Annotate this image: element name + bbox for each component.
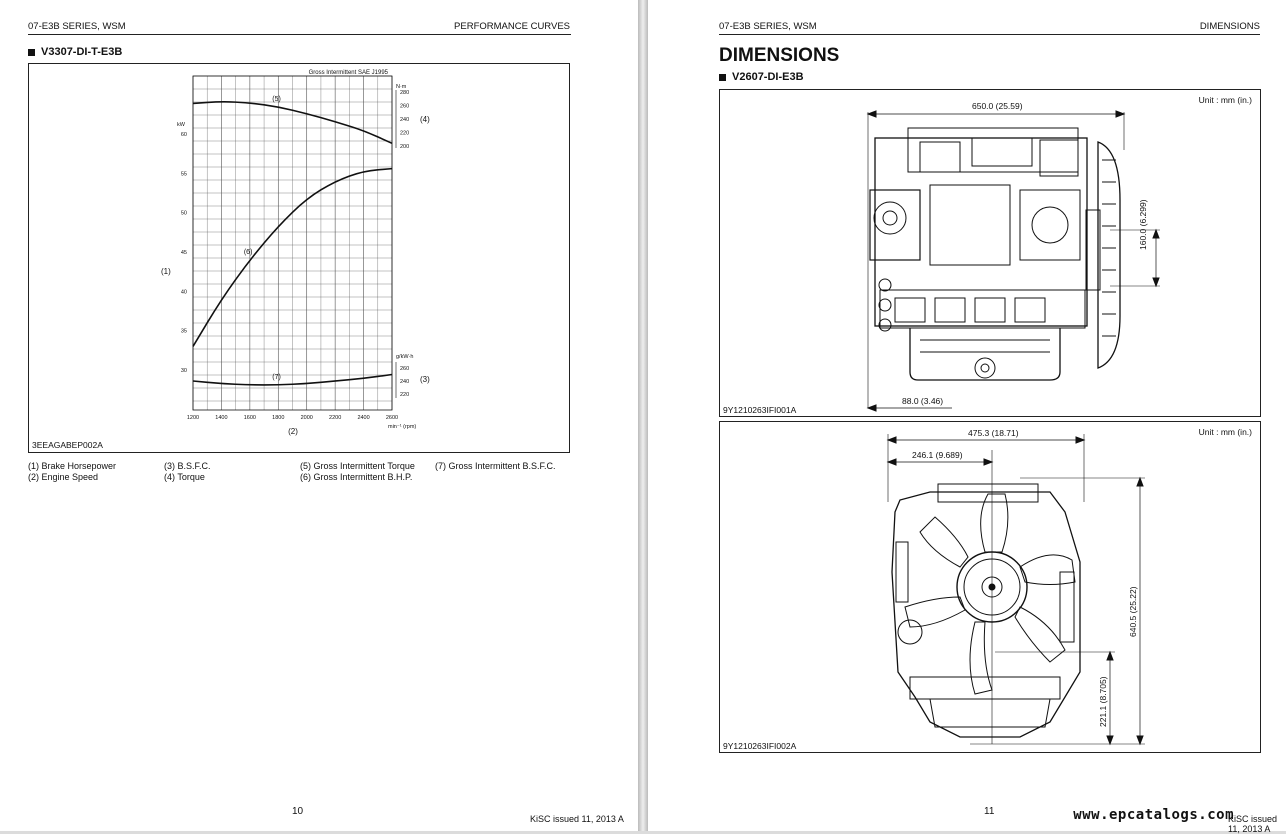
side-view-drawing	[866, 110, 1160, 412]
right-header-section: DIMENSIONS	[1199, 21, 1260, 32]
kw-axis-label: (1)	[161, 267, 171, 276]
legend-item: (1) Brake Horsepower	[28, 461, 117, 471]
x-tick-label: 2600	[386, 415, 398, 421]
front-view-unit: Unit : mm (in.)	[1198, 427, 1252, 437]
x-axis-unit: min⁻¹ (rpm)	[388, 424, 416, 430]
series-line	[192, 167, 393, 347]
dim-center-label: 221.1 (8.705)	[1098, 676, 1108, 727]
front-view-code: 9Y1210263IFI002A	[723, 741, 797, 751]
x-tick-label: 2200	[329, 415, 341, 421]
front-view-figure: Unit : mm (in.)	[719, 421, 1261, 753]
left-section-title: V3307-DI-T-E3B	[28, 46, 122, 58]
legend-item: (6) Gross Intermittent B.H.P.	[300, 472, 413, 482]
legend-item: (5) Gross Intermittent Torque	[300, 461, 415, 471]
kw-tick-label: 40	[181, 289, 187, 295]
right-header-series: 07-E3B SERIES, WSM	[719, 21, 817, 32]
legend-item: (2) Engine Speed	[28, 472, 99, 482]
series-label: (5)	[272, 96, 281, 103]
left-page: 07-E3B SERIES, WSM PERFORMANCE CURVES V3…	[0, 0, 638, 831]
right-page-number: 11	[984, 806, 995, 817]
kw-tick-label: 35	[181, 329, 187, 335]
side-view-figure: Unit : mm (in.)	[719, 89, 1261, 417]
dim-width-label: 475.3 (18.71)	[968, 428, 1019, 438]
square-bullet-icon	[719, 73, 726, 81]
performance-chart-frame: Gross Intermittent SAE J1995 1200 1400 1600…	[28, 63, 570, 453]
right-footer: KiSC issued 11, 2013 A	[1228, 814, 1278, 834]
bsfc-tick-label: 220	[400, 392, 409, 398]
series-line	[192, 373, 393, 386]
x-axis-label: (2)	[288, 427, 298, 436]
kw-tick-label: 45	[181, 250, 187, 256]
kw-tick-label: 55	[181, 171, 187, 177]
left-header-section: PERFORMANCE CURVES	[454, 21, 570, 32]
x-tick-label: 2400	[357, 415, 369, 421]
left-header-series: 07-E3B SERIES, WSM	[28, 21, 126, 32]
dim-height-label: 640.5 (25.22)	[1128, 586, 1138, 637]
torque-tick-label: 280	[400, 90, 409, 96]
right-section-title: V2607-DI-E3B	[719, 71, 804, 83]
x-tick-label: 2000	[301, 415, 313, 421]
dim-length-label: 650.0 (25.59)	[972, 101, 1023, 111]
bsfc-tick-label: 260	[400, 366, 409, 372]
series-label: (7)	[272, 374, 281, 381]
torque-tick-label: 240	[400, 117, 409, 123]
chart-legend: (1) Brake Horsepower (2) Engine Speed (3…	[28, 461, 588, 487]
dim-half-width-label: 246.1 (9.689)	[912, 450, 963, 460]
torque-axis-label: (4)	[420, 115, 430, 124]
x-tick-label: 1800	[272, 415, 284, 421]
right-section-label: V2607-DI-E3B	[732, 71, 804, 83]
plot-area	[192, 75, 393, 411]
torque-tick-label: 200	[400, 144, 409, 150]
performance-chart: Gross Intermittent SAE J1995 1200 1400 1600…	[161, 70, 430, 436]
legend-item: (3) B.S.F.C.	[164, 461, 211, 471]
torque-tick-label: 220	[400, 131, 409, 137]
left-section-label: V3307-DI-T-E3B	[41, 46, 123, 58]
dim-height-label: 160.0 (6.299)	[1138, 199, 1148, 250]
bsfc-axis-unit: g/kW·h	[396, 354, 413, 360]
series-line	[192, 101, 393, 145]
kw-axis-unit: kW	[177, 122, 186, 128]
side-view-code: 9Y1210263IFI001A	[723, 405, 797, 415]
left-header-rule	[28, 34, 571, 35]
page-title: DIMENSIONS	[719, 45, 840, 66]
right-page: 07-E3B SERIES, WSM DIMENSIONS DIMENSIONS…	[648, 0, 1286, 834]
front-view-drawing	[886, 434, 1145, 746]
left-page-number: 10	[292, 806, 304, 817]
series-label: (6)	[244, 249, 253, 256]
chart-figure-code: 3EEAGABEP002A	[32, 440, 103, 450]
kw-tick-label: 30	[181, 368, 187, 374]
right-header-rule	[719, 34, 1260, 35]
chart-title: Gross Intermittent SAE J1995	[309, 70, 389, 76]
torque-axis-unit: N·m	[396, 84, 407, 90]
square-bullet-icon	[28, 48, 35, 56]
kw-tick-label: 50	[181, 211, 187, 217]
legend-item: (7) Gross Intermittent B.S.F.C.	[435, 461, 556, 471]
dim-offset-label: 88.0 (3.46)	[902, 396, 944, 406]
side-view-unit: Unit : mm (in.)	[1198, 95, 1252, 105]
bsfc-axis-label: (3)	[420, 375, 430, 384]
legend-item: (4) Torque	[164, 472, 205, 482]
x-tick-label: 1200	[187, 415, 199, 421]
torque-tick-label: 260	[400, 104, 409, 110]
bsfc-tick-label: 240	[400, 379, 409, 385]
page-gutter	[638, 0, 648, 831]
x-tick-label: 1400	[215, 415, 227, 421]
x-tick-label: 1600	[244, 415, 256, 421]
watermark-text: www.epcatalogs.com	[1073, 807, 1234, 823]
kw-tick-label: 60	[181, 132, 187, 138]
left-footer: KiSC issued 11, 2013 A	[530, 814, 624, 824]
